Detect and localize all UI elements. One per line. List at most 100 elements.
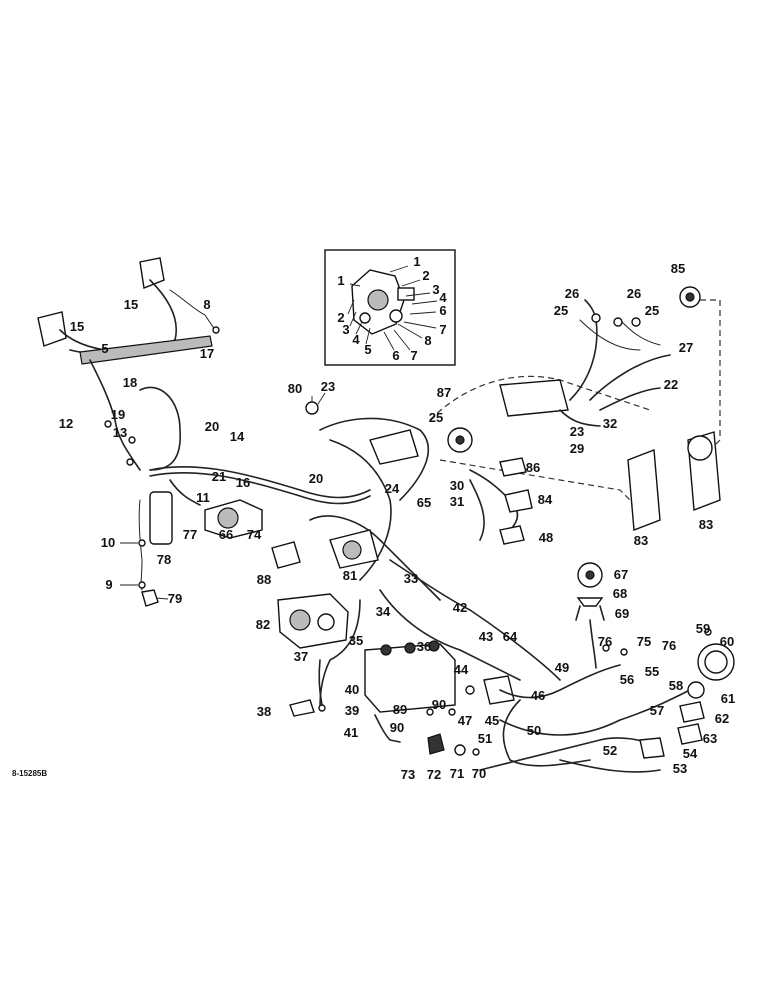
callout-73: 73 [401,767,415,782]
callout-37: 37 [294,649,308,664]
callout-66: 66 [219,527,233,542]
callout-49: 49 [555,660,569,675]
callout-34: 34 [376,604,391,619]
callout-61: 61 [721,691,735,706]
callout-74: 74 [247,527,262,542]
callout-72: 72 [427,767,441,782]
callout-2: 2 [422,268,429,283]
callout-68: 68 [613,586,627,601]
callout-35: 35 [349,633,363,648]
inset-detail [324,249,456,366]
callout-18: 18 [123,375,137,390]
callout-40: 40 [345,682,359,697]
callout-23: 23 [321,379,335,394]
front-light-harness [37,257,220,471]
callout-20: 20 [205,419,219,434]
callout-59: 59 [696,621,710,636]
callout-50: 50 [527,723,541,738]
callout-25: 25 [645,303,659,318]
callout-87: 87 [437,385,451,400]
callout-25: 25 [429,410,443,425]
callout-29: 29 [570,441,584,456]
callout-41: 41 [344,725,358,740]
callout-19: 19 [111,407,125,422]
callout-83: 83 [699,517,713,532]
callout-45: 45 [485,713,499,728]
callout-30: 30 [450,478,464,493]
callout-86: 86 [526,460,540,475]
callout-11: 11 [196,490,210,505]
callout-3: 3 [342,322,349,337]
callout-5: 5 [101,341,108,356]
callout-8: 8 [203,297,210,312]
callout-90: 90 [390,720,404,735]
callout-25: 25 [554,303,568,318]
callout-54: 54 [683,746,698,761]
left-components [120,491,301,607]
callout-14: 14 [230,429,245,444]
callout-36: 36 [417,639,431,654]
callout-21: 21 [212,469,226,484]
callout-1: 1 [337,273,344,288]
callout-82: 82 [256,617,270,632]
cab-harness [429,286,721,545]
callout-20: 20 [309,471,323,486]
callout-69: 69 [615,606,629,621]
callout-77: 77 [183,527,197,542]
rear-light-harness [479,562,735,773]
callout-31: 31 [450,494,464,509]
callout-65: 65 [417,495,431,510]
reference-code: 8-15285B [12,769,47,778]
callout-10: 10 [101,535,115,550]
callout-83: 83 [634,533,648,548]
callout-4: 4 [352,332,360,347]
callout-32: 32 [603,416,617,431]
callout-38: 38 [257,704,271,719]
callout-15: 15 [70,319,84,334]
callout-46: 46 [531,688,545,703]
callout-26: 26 [627,286,641,301]
callout-17: 17 [200,346,214,361]
callout-8: 8 [424,333,431,348]
callout-80: 80 [288,381,302,396]
callout-60: 60 [720,634,734,649]
callout-90: 90 [432,697,446,712]
callout-7: 7 [439,322,446,337]
callout-51: 51 [478,731,492,746]
callout-53: 53 [673,761,687,776]
callout-88: 88 [257,572,271,587]
callout-75: 75 [637,634,651,649]
callout-48: 48 [539,530,553,545]
callout-1: 1 [413,254,420,269]
callout-2: 2 [337,310,344,325]
callout-13: 13 [113,425,127,440]
callout-42: 42 [453,600,467,615]
callout-84: 84 [538,492,553,507]
callout-15: 15 [124,297,138,312]
callout-62: 62 [715,711,729,726]
callout-64: 64 [503,629,518,644]
callout-43: 43 [479,629,493,644]
main-harness [149,392,561,711]
callout-5: 5 [364,342,371,357]
callout-9: 9 [105,577,112,592]
callout-76: 76 [598,634,612,649]
callout-58: 58 [669,678,683,693]
callout-33: 33 [404,571,418,586]
callout-81: 81 [343,568,357,583]
callout-3: 3 [432,282,439,297]
callout-67: 67 [614,567,628,582]
callout-4: 4 [439,290,447,305]
callout-12: 12 [59,416,73,431]
callout-6: 6 [439,303,446,318]
callout-27: 27 [679,340,693,355]
callout-26: 26 [565,286,579,301]
callout-7: 7 [410,348,417,363]
callout-23: 23 [570,424,584,439]
callout-56: 56 [620,672,634,687]
callout-52: 52 [603,743,617,758]
callout-70: 70 [472,766,486,781]
callout-44: 44 [454,662,469,677]
callout-76: 76 [662,638,676,653]
